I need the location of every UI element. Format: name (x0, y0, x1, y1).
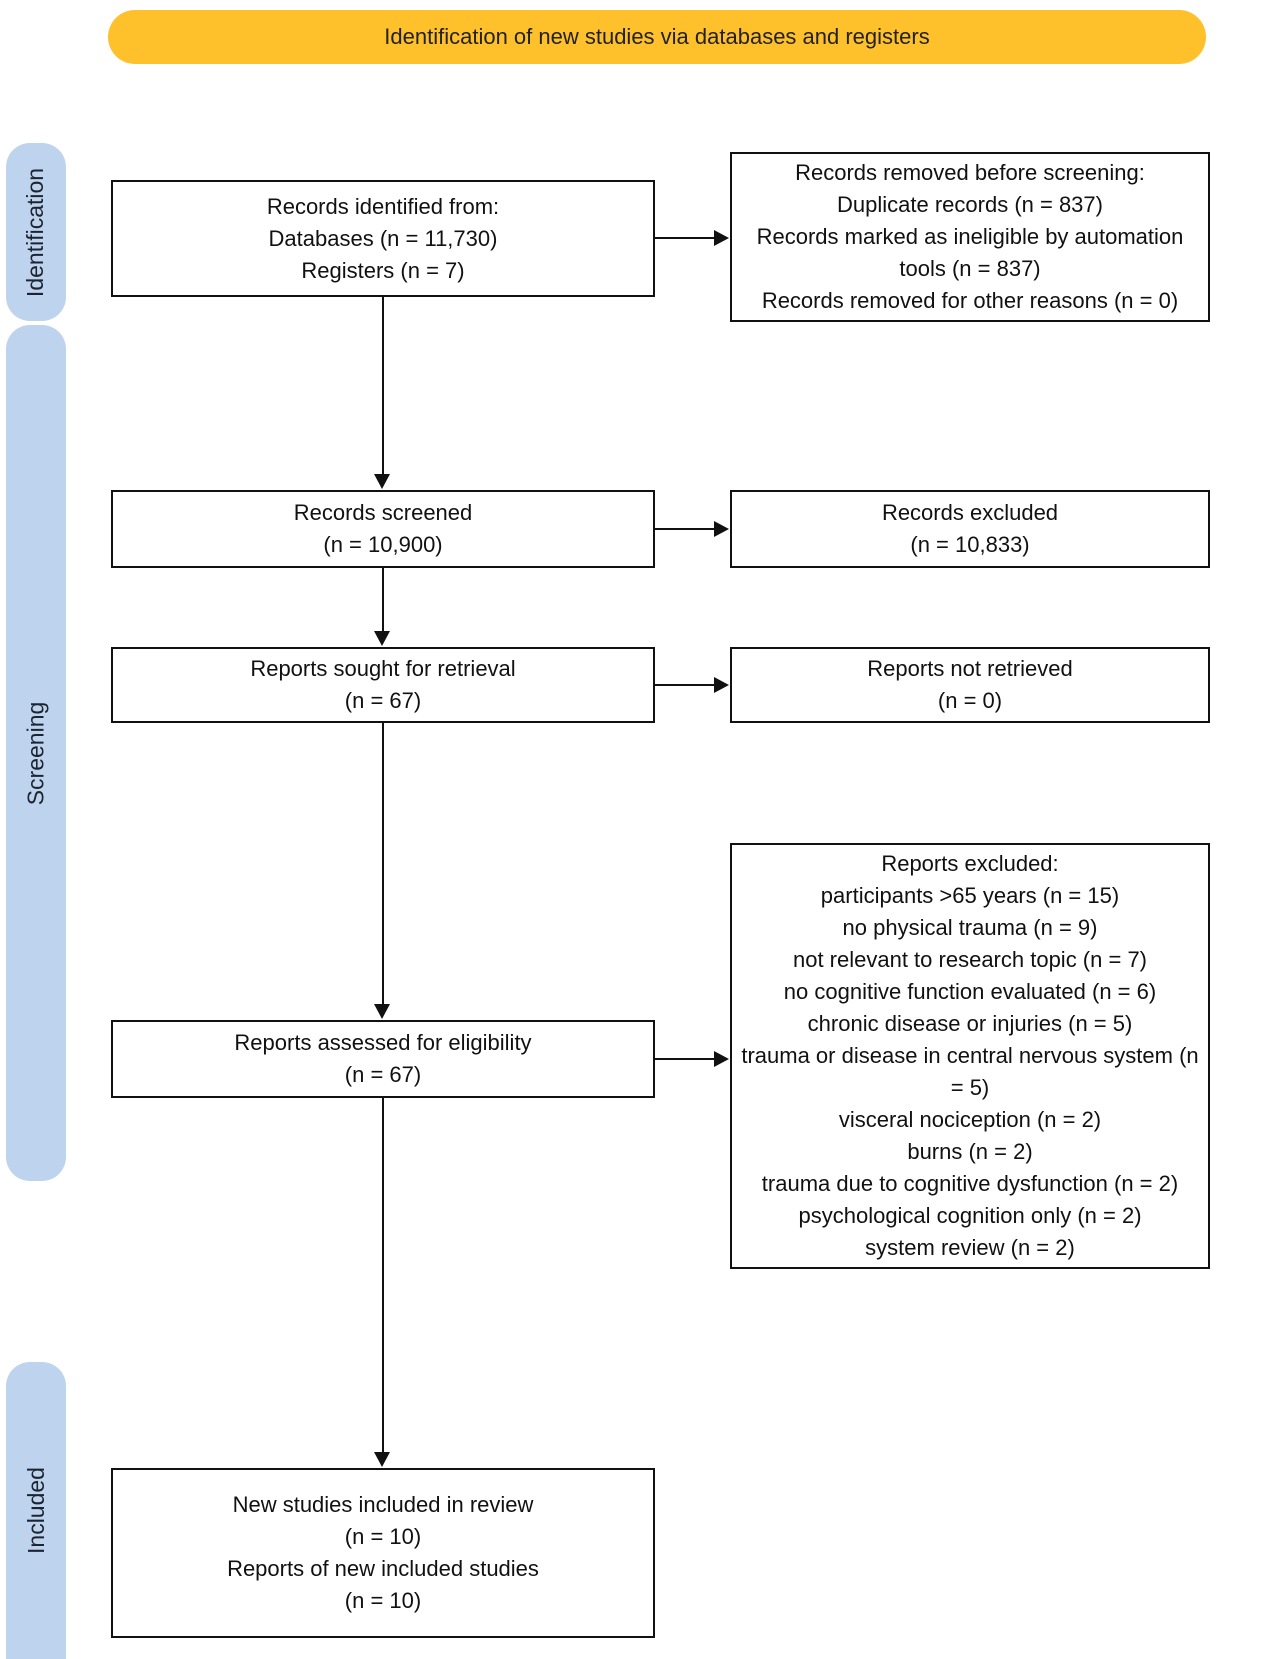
arrow-head-right-icon (714, 230, 729, 246)
arrow-line (655, 1058, 715, 1060)
stage-label-screening: Screening (22, 701, 49, 805)
box-line: (n = 0) (937, 688, 1003, 713)
arrow-head-down-icon (374, 474, 390, 489)
box-line: (n = 10,900) (323, 532, 443, 557)
box-line: Records identified from: (266, 193, 500, 219)
box-new-studies-included: New studies included in review (n = 10) … (111, 1468, 655, 1638)
box-line: Reports assessed for eligibility (234, 1030, 532, 1055)
arrow-line (382, 568, 384, 632)
box-reports-excluded: Reports excluded: participants >65 years… (730, 843, 1210, 1269)
box-line: (n = 10) (344, 1524, 422, 1549)
exclusion-reason: not relevant to research topic (n = 7) (792, 947, 1148, 972)
banner-label: Identification of new studies via databa… (384, 24, 930, 49)
box-line: (n = 10,833) (910, 532, 1030, 557)
box-line: Records marked as ineligible by automati… (756, 224, 1184, 281)
box-reports-not-retrieved: Reports not retrieved (n = 0) (730, 647, 1210, 723)
box-line: (n = 67) (344, 1062, 422, 1087)
exclusion-reason: trauma due to cognitive dysfunction (n =… (761, 1171, 1179, 1196)
exclusion-reason: psychological cognition only (n = 2) (798, 1203, 1142, 1228)
arrow-line (655, 528, 715, 530)
box-reports-assessed: Reports assessed for eligibility (n = 67… (111, 1020, 655, 1098)
stage-label-identification: Identification (22, 167, 49, 297)
arrow-line (382, 297, 384, 475)
box-records-excluded: Records excluded (n = 10,833) (730, 490, 1210, 568)
box-records-identified: Records identified from: Databases (n = … (111, 180, 655, 297)
arrow-head-down-icon (374, 631, 390, 646)
banner: Identification of new studies via databa… (108, 10, 1206, 64)
arrow-line (655, 684, 715, 686)
box-line: (n = 67) (344, 688, 422, 713)
exclusion-reason: trauma or disease in central nervous sys… (741, 1043, 1199, 1100)
box-line: Records excluded (881, 500, 1059, 525)
arrow-head-right-icon (714, 1051, 729, 1067)
arrow-head-down-icon (374, 1452, 390, 1467)
exclusion-reason: no physical trauma (n = 9) (842, 915, 1098, 940)
box-reports-sought: Reports sought for retrieval (n = 67) (111, 647, 655, 723)
box-line: New studies included in review (232, 1492, 534, 1517)
box-line: Reports of new included studies (227, 1556, 539, 1581)
box-line: Records removed before screening: (795, 160, 1145, 185)
box-line: Reports sought for retrieval (250, 656, 516, 681)
arrow-line (655, 237, 715, 239)
stage-label-included: Included (22, 1467, 49, 1554)
exclusion-reason: chronic disease or injuries (n = 5) (807, 1011, 1133, 1036)
exclusion-reason: participants >65 years (n = 15) (820, 883, 1120, 908)
stage-bar-included: Included (6, 1362, 66, 1659)
arrow-line (382, 1098, 384, 1453)
arrow-line (382, 723, 384, 1005)
box-line: Records screened (293, 500, 473, 525)
arrow-head-down-icon (374, 1004, 390, 1019)
exclusion-reason: burns (n = 2) (907, 1139, 1033, 1164)
box-line: (n = 10) (344, 1588, 422, 1613)
arrow-head-right-icon (714, 677, 729, 693)
box-line: Records removed for other reasons (n = 0… (761, 288, 1179, 313)
stage-bar-screening: Screening (6, 325, 66, 1181)
arrow-head-right-icon (714, 521, 729, 537)
exclusion-reason: visceral nociception (n = 2) (838, 1107, 1102, 1132)
box-records-screened: Records screened (n = 10,900) (111, 490, 655, 568)
exclusion-reason: no cognitive function evaluated (n = 6) (783, 979, 1157, 1004)
box-line: Registers (n = 7) (301, 257, 465, 283)
box-line: Databases (n = 11,730) (268, 225, 498, 251)
stage-bar-identification: Identification (6, 143, 66, 321)
box-records-removed: Records removed before screening: Duplic… (730, 152, 1210, 322)
box-line: Reports not retrieved (867, 656, 1073, 681)
box-line: Duplicate records (n = 837) (837, 192, 1103, 217)
exclusion-reason: system review (n = 2) (865, 1235, 1075, 1260)
box-title: Reports excluded: (881, 851, 1059, 876)
